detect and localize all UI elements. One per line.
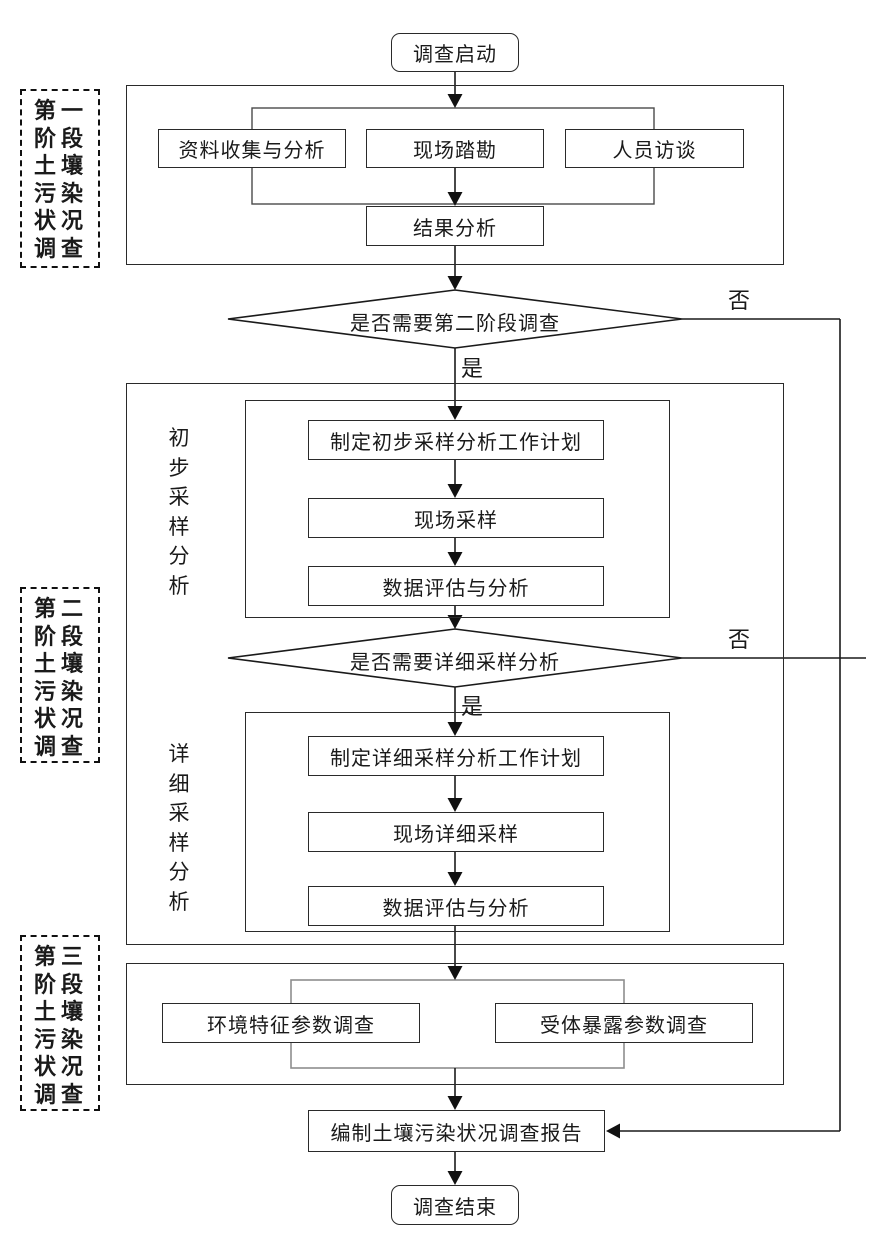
step-preliminary-plan: 制定初步采样分析工作计划 bbox=[308, 420, 604, 460]
stage1-task-site-reconnaissance: 现场踏勘 bbox=[366, 129, 544, 168]
step-detailed-data-evaluation: 数据评估与分析 bbox=[308, 886, 604, 926]
end-node: 调查结束 bbox=[391, 1185, 519, 1225]
arrowhead bbox=[447, 276, 463, 290]
report-node: 编制土壤污染状况调查报告 bbox=[308, 1110, 605, 1152]
arrowhead bbox=[447, 552, 463, 566]
stage1-label: 第一阶段土壤污染状况调查 bbox=[20, 89, 100, 268]
arrowhead-left bbox=[606, 1123, 620, 1139]
decision2-text: 是否需要详细采样分析 bbox=[350, 652, 560, 674]
arrowhead bbox=[447, 722, 463, 736]
step-detailed-plan: 制定详细采样分析工作计划 bbox=[308, 736, 604, 776]
arrowhead bbox=[447, 872, 463, 886]
decision1-yes-label: 是 bbox=[461, 356, 484, 381]
arrowhead bbox=[447, 798, 463, 812]
stage1-container bbox=[126, 85, 784, 265]
stage3-task-environmental-parameters: 环境特征参数调查 bbox=[162, 1003, 420, 1043]
detailed-sampling-container bbox=[245, 712, 670, 932]
stage2-label: 第二阶段土壤污染状况调查 bbox=[20, 587, 100, 763]
arrowhead bbox=[447, 406, 463, 420]
decision2-no-label: 否 bbox=[728, 627, 751, 652]
stage2-container bbox=[126, 383, 784, 945]
start-node: 调查启动 bbox=[391, 33, 519, 72]
arrowhead bbox=[447, 1096, 463, 1110]
step-detailed-field-sampling: 现场详细采样 bbox=[308, 812, 604, 852]
decision2-yes-label: 是 bbox=[461, 694, 484, 719]
stage3-task-receptor-exposure: 受体暴露参数调查 bbox=[495, 1003, 753, 1043]
stage3-label: 第三阶段土壤污染状况调查 bbox=[20, 935, 100, 1111]
decision1-text: 是否需要第二阶段调查 bbox=[350, 313, 560, 335]
arrowhead bbox=[447, 192, 463, 206]
arrowhead bbox=[447, 966, 463, 980]
detailed-sampling-label: 详细采样分析 bbox=[168, 742, 190, 914]
stage1-result-analysis: 结果分析 bbox=[366, 206, 544, 246]
preliminary-sampling-container bbox=[245, 400, 670, 618]
arrowhead bbox=[447, 94, 463, 108]
decision1-no-label: 否 bbox=[728, 288, 751, 313]
stage1-task-interviews: 人员访谈 bbox=[565, 129, 744, 168]
arrowhead bbox=[447, 484, 463, 498]
preliminary-sampling-label: 初步采样分析 bbox=[168, 426, 190, 598]
arrowhead bbox=[447, 615, 463, 629]
step-data-evaluation: 数据评估与分析 bbox=[308, 566, 604, 606]
stage3-container bbox=[126, 963, 784, 1085]
stage1-task-data-collection: 资料收集与分析 bbox=[158, 129, 346, 168]
arrowhead bbox=[447, 1171, 463, 1185]
step-field-sampling: 现场采样 bbox=[308, 498, 604, 538]
